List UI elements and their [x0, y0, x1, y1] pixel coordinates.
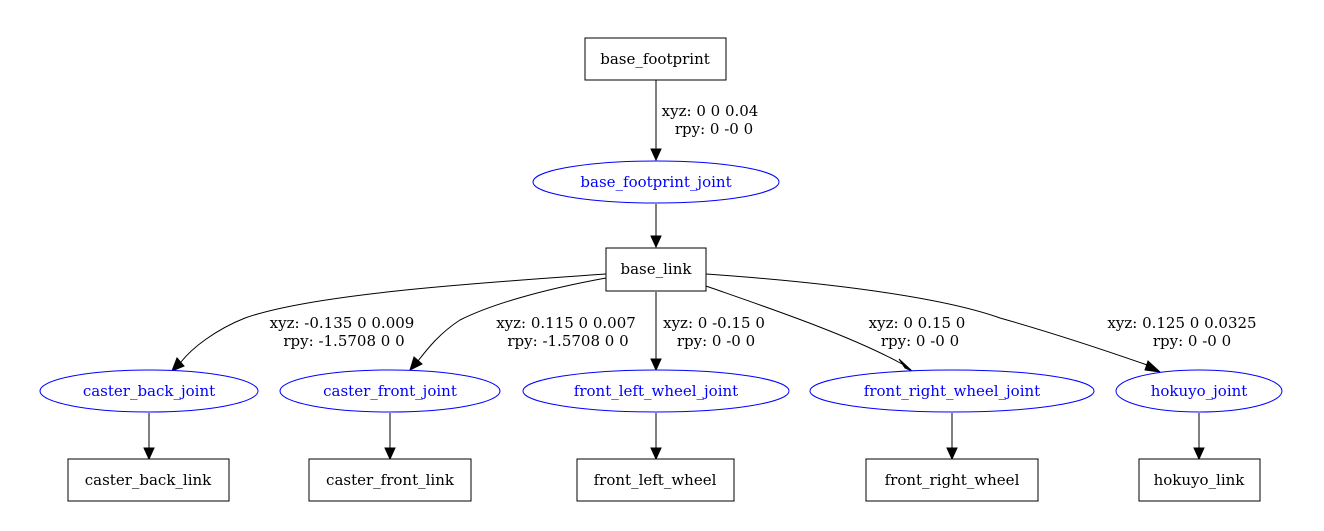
edge-base-link-to-hokuyo-joint [705, 273, 1151, 367]
link-node-caster-back-link[interactable] [67, 458, 230, 502]
link-node-caster-front-link[interactable] [308, 458, 472, 502]
link-label-caster-back-link: caster_back_link [85, 471, 212, 489]
link-label-base-footprint: base_footprint [600, 50, 710, 68]
arrowhead [650, 358, 662, 372]
arrowhead [650, 235, 662, 249]
edge-label-xyz: xyz: -0.135 0 0.009 [270, 314, 415, 332]
link-label-hokuyo-link: hokuyo_link [1154, 471, 1246, 489]
arrowhead [143, 447, 155, 461]
edge-label-xyz: xyz: 0.115 0 0.007 [496, 314, 636, 332]
joint-node-caster-back-joint[interactable] [39, 369, 259, 413]
joint-label-front-right-wheel-joint: front_right_wheel_joint [864, 382, 1040, 400]
edge-label-rpy: rpy: 0 -0 0 [1153, 332, 1231, 350]
link-node-front-right-wheel[interactable] [865, 458, 1039, 502]
arrowhead [171, 357, 185, 372]
edge-label-rpy: rpy: -1.5708 0 0 [283, 332, 404, 350]
joint-node-caster-front-joint[interactable] [279, 369, 501, 413]
joint-label-caster-back-joint: caster_back_joint [83, 382, 215, 400]
edge-label-rpy: rpy: 0 -0 0 [677, 332, 755, 350]
edge-label-rpy: rpy: 0 -0 0 [675, 120, 753, 138]
edge-label-rpy: rpy: 0 -0 0 [881, 332, 959, 350]
joint-node-front-right-wheel-joint[interactable] [809, 369, 1095, 413]
edge-base-link-to-front-right-wheel-joint [705, 285, 903, 365]
edge-base-link-to-caster-front-joint [417, 277, 607, 362]
link-label-front-left-wheel: front_left_wheel [594, 471, 717, 489]
link-label-base-link: base_link [621, 260, 693, 278]
link-node-hokuyo-link[interactable] [1138, 458, 1261, 502]
joint-node-base-footprint-joint[interactable] [532, 160, 780, 204]
link-label-caster-front-link: caster_front_link [326, 471, 455, 489]
link-label-front-right-wheel: front_right_wheel [885, 471, 1020, 489]
link-node-front-left-wheel[interactable] [576, 458, 735, 502]
edge-label-xyz: xyz: 0 0 0.04 [662, 102, 759, 120]
arrowhead [650, 447, 662, 461]
arrowhead [898, 358, 913, 372]
edge-label-xyz: xyz: 0.125 0 0.0325 [1107, 314, 1256, 332]
arrowhead [650, 148, 662, 162]
joint-label-hokuyo-joint: hokuyo_joint [1151, 382, 1248, 400]
edge-label-xyz: xyz: 0 -0.15 0 [663, 314, 765, 332]
arrowhead [1144, 360, 1162, 373]
edge-label-xyz: xyz: 0 0.15 0 [869, 314, 966, 332]
joint-node-hokuyo-joint[interactable] [1115, 369, 1283, 413]
edge-label-rpy: rpy: -1.5708 0 0 [507, 332, 628, 350]
joint-node-front-left-wheel-joint[interactable] [522, 369, 790, 413]
arrowhead [384, 447, 396, 461]
edge-base-link-to-caster-back-joint [180, 273, 607, 363]
arrowhead [409, 356, 423, 371]
joint-label-front-left-wheel-joint: front_left_wheel_joint [574, 382, 738, 400]
link-node-base-link[interactable] [605, 247, 707, 292]
arrowhead [1193, 447, 1205, 461]
arrowhead [946, 447, 958, 461]
joint-label-base-footprint-joint: base_footprint_joint [580, 173, 731, 191]
joint-label-caster-front-joint: caster_front_joint [323, 382, 457, 400]
link-node-base-footprint[interactable] [584, 37, 727, 81]
